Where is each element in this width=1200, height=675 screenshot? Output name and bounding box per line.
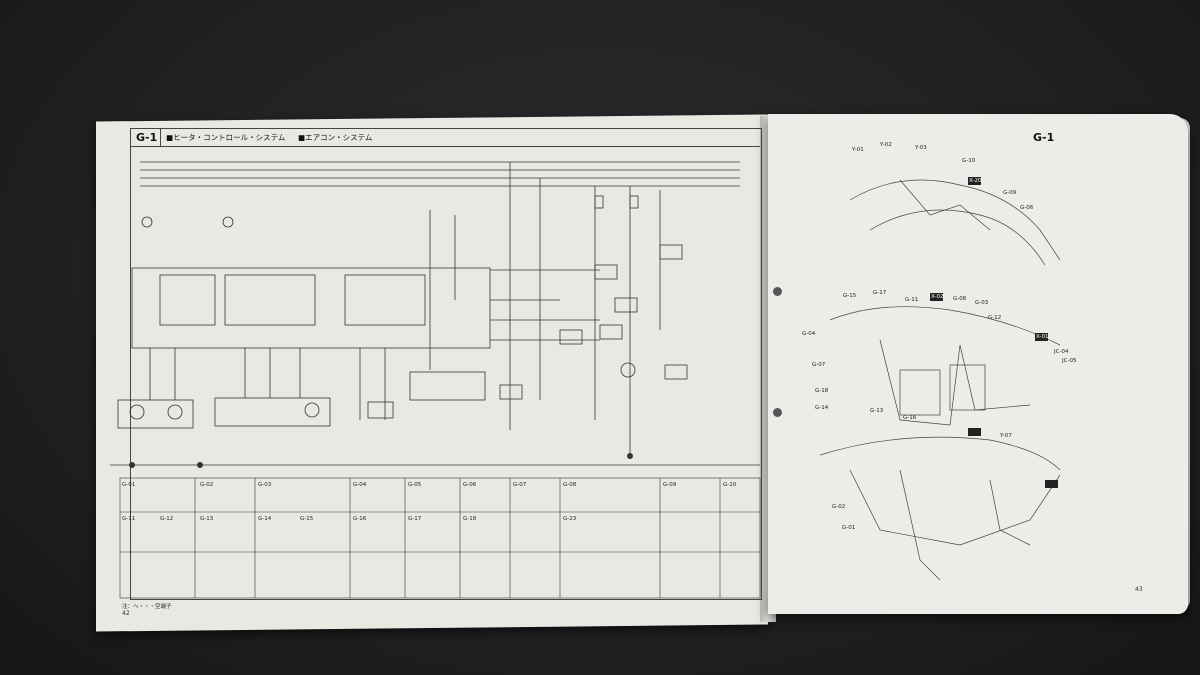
callout-label: X-02 — [931, 294, 944, 300]
callout-label: G-06 — [1020, 205, 1034, 211]
callout-label: G-13 — [870, 408, 884, 414]
callout-label: Y-03 — [915, 145, 927, 151]
callout-label: Y-02 — [880, 142, 892, 148]
callout-label: G-17 — [873, 290, 887, 296]
heater-system-title: ■ヒータ・コントロール・システム — [166, 133, 286, 142]
callout-label: X-01 — [1036, 334, 1049, 340]
wiring-diagram-frame — [130, 128, 762, 600]
callout-label: X-20 — [969, 178, 982, 184]
callout-label: G-18 — [815, 388, 829, 394]
header-divider — [160, 128, 161, 146]
left-page-code: G-1 — [136, 131, 158, 144]
callout-label: JC-05 — [1062, 358, 1077, 364]
right-manual-page — [768, 114, 1188, 614]
connector-label: G-11 — [122, 516, 136, 522]
callout-label: G-04 — [802, 331, 816, 337]
callout-label: Y-01 — [852, 147, 864, 153]
connector-label: G-05 — [408, 482, 422, 488]
callout-label: G-09 — [1003, 190, 1017, 196]
callout-label: G-02 — [832, 504, 846, 510]
binding-hole — [773, 287, 782, 296]
connector-label: G-14 — [258, 516, 272, 522]
connector-label: G-13 — [200, 516, 214, 522]
callout-label: G-11 — [905, 297, 919, 303]
connector-label: G-07 — [513, 482, 527, 488]
connector-label: G-01 — [122, 482, 136, 488]
callout-label: Y-07 — [1000, 433, 1012, 439]
right-page-code: G-1 — [1033, 131, 1055, 144]
connector-label: G-17 — [408, 516, 422, 522]
connector-label: G-04 — [353, 482, 367, 488]
callout-label: G-12 — [988, 315, 1002, 321]
left-page-number: 42 — [122, 610, 130, 617]
connector-label: G-09 — [663, 482, 677, 488]
diagram-header — [130, 128, 760, 147]
connector-label: G-12 — [160, 516, 174, 522]
callout-label: G-16 — [903, 415, 917, 421]
connector-label: G-16 — [353, 516, 367, 522]
callout-label: G-03 — [975, 300, 989, 306]
connector-label: G-08 — [563, 482, 577, 488]
callout-label: G-01 — [842, 525, 856, 531]
connector-label: G-02 — [200, 482, 214, 488]
connector-label: G-03 — [258, 482, 272, 488]
right-page-number: 43 — [1135, 586, 1143, 593]
callout-label: G-14 — [815, 405, 829, 411]
callout-label: JC-04 — [1054, 349, 1069, 355]
binding-hole — [773, 408, 782, 417]
connector-label: G-06 — [463, 482, 477, 488]
connector-label: G-18 — [463, 516, 477, 522]
connector-label: G-23 — [563, 516, 577, 522]
aircon-system-title: ■エアコン・システム — [298, 133, 373, 142]
connector-label: G-15 — [300, 516, 314, 522]
footnote: 注：ヘ・・・空端子 — [122, 604, 172, 610]
callout-label: G-08 — [953, 296, 967, 302]
callout-label: G-10 — [962, 158, 976, 164]
callout-label: G-15 — [843, 293, 857, 299]
connector-label: G-10 — [723, 482, 737, 488]
callout-label: G-07 — [812, 362, 826, 368]
